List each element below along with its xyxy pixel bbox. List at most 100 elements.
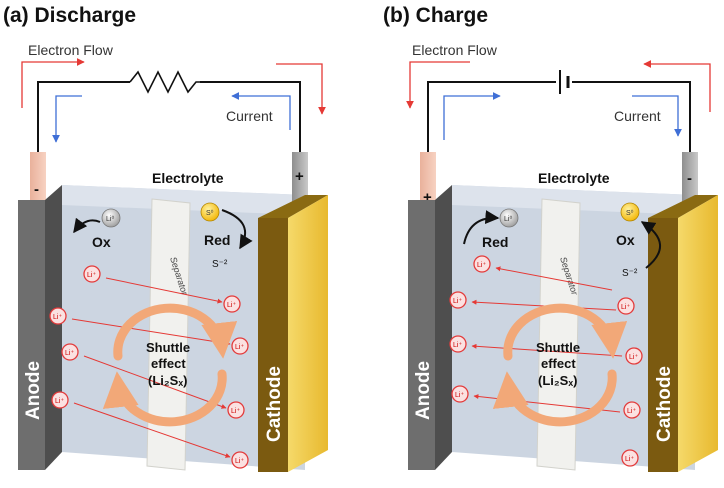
electron-arrow-right: [643, 60, 711, 112]
shuttle-line2: effect: [151, 356, 186, 371]
shuttle-arrow-bottom: [492, 369, 617, 427]
anode-label: Anode: [23, 361, 44, 420]
current-arrow-right: [632, 95, 682, 137]
electron-flow-label: Electron Flow: [28, 42, 114, 58]
li-atom-label: Li⁰: [504, 215, 512, 223]
svg-text:Li⁺: Li⁺: [455, 392, 464, 399]
shuttle-arrow-bottom: [102, 369, 227, 427]
cathode-side: [648, 218, 678, 472]
battery-gap: [556, 70, 572, 94]
electron-arrow-right: [276, 63, 326, 115]
svg-text:Li⁺: Li⁺: [477, 262, 486, 269]
li-ion: Li⁺: [625, 347, 643, 365]
li-ion: Li⁺: [451, 385, 469, 403]
cathode-top: [258, 195, 328, 218]
svg-text:Li⁺: Li⁺: [53, 314, 62, 321]
resistor-gap: [130, 74, 200, 90]
current-label: Current: [614, 108, 661, 124]
li-ion: Li⁺: [51, 391, 69, 409]
ion-arrow: [105, 277, 223, 304]
shuttle-line3: (Li₂Sₓ): [148, 373, 187, 388]
panel-discharge: (a) Discharge Electron Flow Current Elec…: [3, 4, 328, 472]
left-reaction-label: Ox: [92, 234, 111, 250]
anode-side: [45, 185, 62, 470]
terminal-right-sign: -: [687, 170, 692, 187]
cathode-label: Cathode: [264, 366, 285, 442]
sulfur-atom: [620, 202, 640, 222]
ox-arc: [73, 217, 101, 234]
svg-text:Li⁺: Li⁺: [235, 344, 244, 351]
red-arc: [463, 210, 500, 245]
terminal-right: [292, 152, 308, 202]
li-atom: [101, 208, 121, 228]
sulfide-label: S⁻²: [622, 268, 638, 279]
ion-arrow: [73, 402, 231, 458]
right-reaction-label: Red: [204, 232, 230, 248]
cathode-side: [258, 218, 288, 472]
svg-text:Li⁺: Li⁺: [55, 398, 64, 405]
cathode-plate: [288, 195, 328, 472]
current-label: Current: [226, 108, 273, 124]
li-ion: Li⁺: [223, 295, 241, 313]
svg-text:Li⁺: Li⁺: [87, 272, 96, 279]
terminal-left-sign: +: [423, 189, 432, 206]
li-ion: Li⁺: [231, 337, 249, 355]
li-ion: Li⁺: [617, 297, 635, 315]
li-ion: Li⁺: [449, 291, 467, 309]
li-ion: Li⁺: [231, 451, 249, 469]
svg-text:Li⁺: Li⁺: [227, 302, 236, 309]
ion-arrow: [83, 355, 227, 409]
electrolyte-label: Electrolyte: [152, 170, 224, 186]
resistor-icon: [129, 70, 200, 94]
terminal-right-sign: +: [295, 168, 304, 185]
li-ion: Li⁺: [449, 335, 467, 353]
shuttle-line1: Shuttle: [146, 340, 190, 355]
li-atom: [499, 208, 519, 228]
svg-text:Li⁺: Li⁺: [65, 350, 74, 357]
shuttle-arrow-top: [113, 303, 238, 361]
electrolyte-top: [62, 185, 305, 215]
svg-text:Li⁺: Li⁺: [235, 458, 244, 465]
sulfur-atom: [200, 202, 220, 222]
li-ion: Li⁺: [473, 255, 491, 273]
ion-arrow: [495, 266, 613, 291]
svg-text:Li⁺: Li⁺: [453, 342, 462, 349]
li-ion: Li⁺: [61, 343, 79, 361]
shuttle-arrow-top: [503, 303, 628, 361]
svg-text:Li⁺: Li⁺: [453, 298, 462, 305]
electron-arrow-left: [406, 61, 470, 109]
current-arrow-right: [231, 92, 291, 130]
li-ion: Li⁺: [621, 449, 639, 467]
electron-arrow-left: [21, 58, 85, 108]
svg-text:Li⁺: Li⁺: [231, 408, 240, 415]
li-ion: Li⁺: [227, 401, 245, 419]
sulfur-atom-label: S⁰: [626, 209, 634, 217]
cathode-top: [648, 195, 718, 218]
shuttle-line1: Shuttle: [536, 340, 580, 355]
terminal-left: [420, 152, 436, 212]
ox-arc: [640, 221, 662, 269]
anode-plate: [18, 200, 45, 470]
sulfide-label: S⁻²: [212, 259, 228, 270]
li-ion: Li⁺: [83, 265, 101, 283]
li-atom-label: Li⁰: [106, 215, 114, 223]
sulfur-atom-label: S⁰: [206, 209, 214, 217]
separator: [536, 198, 581, 471]
terminal-right: [682, 152, 698, 202]
svg-text:Li⁺: Li⁺: [625, 456, 634, 463]
svg-text:Li⁺: Li⁺: [627, 408, 636, 415]
anode-side: [435, 185, 452, 470]
panel-title: (b) Charge: [383, 4, 488, 27]
shuttle-line3: (Li₂Sₓ): [538, 373, 577, 388]
panel-charge: (b) Charge Electron Flow Current Electro…: [383, 4, 718, 472]
right-reaction-label: Ox: [616, 232, 635, 248]
li-ion: Li⁺: [49, 307, 67, 325]
terminal-left: [30, 152, 46, 212]
current-arrow-left: [443, 92, 501, 140]
shuttle-line2: effect: [541, 356, 576, 371]
cathode-plate: [678, 195, 718, 472]
current-arrow-left: [52, 95, 82, 143]
cathode-label: Cathode: [654, 366, 675, 442]
anode-label: Anode: [413, 361, 434, 420]
